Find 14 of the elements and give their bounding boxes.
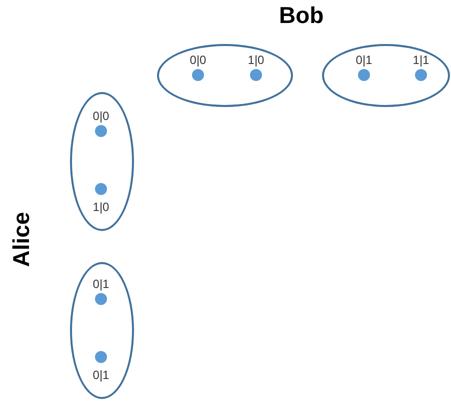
ellipse-group	[322, 44, 450, 107]
ellipse-group	[157, 44, 293, 107]
state-label: 1|1	[412, 53, 430, 67]
state-label: 1|0	[246, 53, 266, 67]
ellipse-group	[70, 92, 134, 231]
state-label: 1|0	[92, 200, 110, 214]
state-label: 0|1	[354, 53, 374, 67]
row-player-label: Alice	[8, 212, 35, 267]
column-player-label: Bob	[279, 2, 324, 29]
state-label: 0|0	[92, 109, 110, 123]
state-label: 0|1	[92, 277, 110, 291]
state-label: 0|1	[92, 368, 110, 382]
ellipse-group	[70, 262, 134, 399]
state-label: 0|0	[188, 53, 208, 67]
